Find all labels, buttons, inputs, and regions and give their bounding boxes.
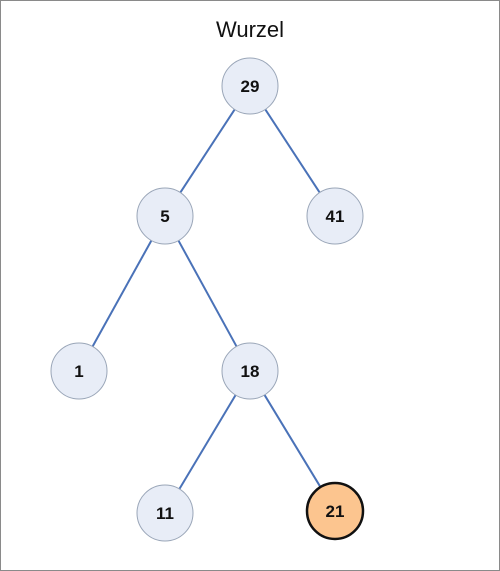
edge-n29-n5 [179,108,236,194]
tree-node-29: 29 [221,57,279,115]
node-label: 18 [241,362,260,381]
tree-node-18: 18 [221,342,279,400]
node-label: 21 [326,502,345,521]
tree-nodes: 29 5 41 1 18 11 21 [50,57,365,542]
node-label: 41 [326,207,345,226]
tree-node-21: 21 [305,481,365,541]
edge-n29-n41 [264,108,321,194]
edge-n5-n1 [91,239,153,348]
node-circle [50,342,108,400]
tree-node-5: 5 [136,187,194,245]
node-circle [221,57,279,115]
tree-node-41: 41 [306,187,364,245]
edge-n5-n18 [177,240,238,347]
node-circle [306,187,364,245]
tree-edges [91,108,322,490]
tree-node-11: 11 [136,484,194,542]
node-label: 5 [160,207,169,226]
node-label: 1 [74,362,83,381]
node-circle [221,342,279,400]
root-label: Wurzel [216,17,284,42]
edge-n18-n11 [178,394,237,490]
node-circle [136,187,194,245]
edge-n18-n21 [263,394,322,488]
node-label: 29 [241,77,260,96]
highlighted-node-circle [305,481,365,541]
node-circle [136,484,194,542]
node-label: 11 [156,504,174,523]
tree-node-1: 1 [50,342,108,400]
